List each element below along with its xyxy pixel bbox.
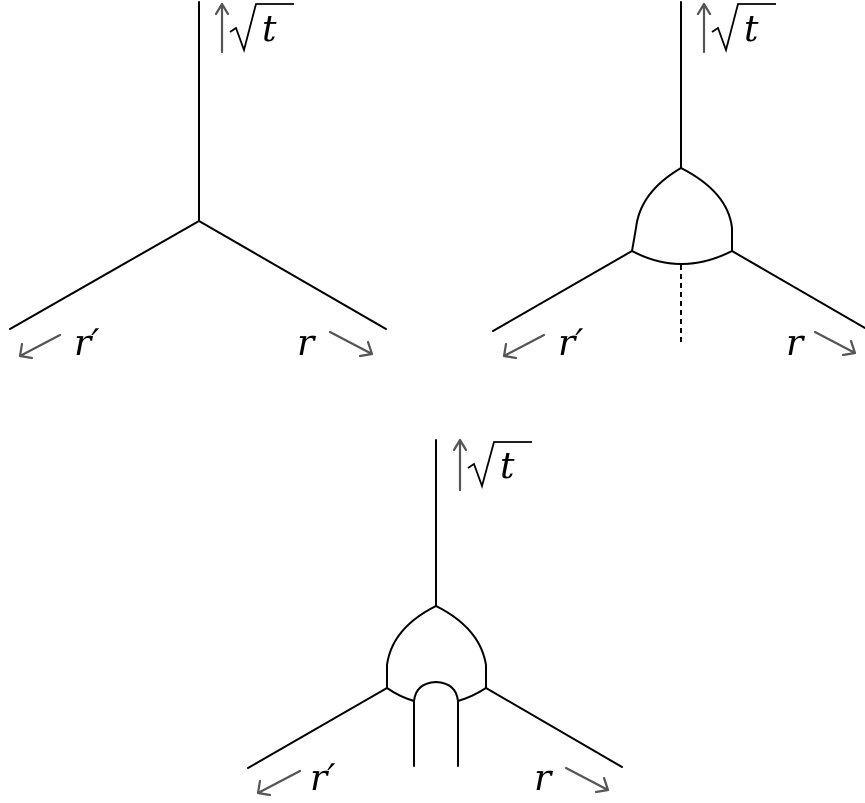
right-arrow-icon xyxy=(328,330,374,358)
r-prime-label: r′ xyxy=(558,323,583,364)
r-label: r xyxy=(297,323,316,364)
sqrt-t-label: t xyxy=(467,441,532,489)
r-label: r xyxy=(786,323,805,364)
left-arrow-icon xyxy=(256,769,302,797)
panel-triangle-dashed: t r′ r xyxy=(492,1,865,364)
t-label: t xyxy=(262,9,277,50)
left-arrow-icon xyxy=(18,333,62,360)
arch xyxy=(413,681,459,767)
bubble-outline xyxy=(631,167,733,265)
right-leg xyxy=(485,687,623,768)
right-arrow-icon xyxy=(813,330,857,357)
left-leg xyxy=(247,687,388,769)
panel-triangle-arch: t r′ r xyxy=(247,438,623,799)
right-leg xyxy=(731,250,865,329)
up-arrow-icon xyxy=(696,2,712,54)
left-leg xyxy=(9,220,200,330)
left-leg xyxy=(492,250,633,332)
t-label: t xyxy=(744,9,759,50)
panel-plain-vertex: t r′ r xyxy=(9,1,387,364)
r-prime-label: r′ xyxy=(74,323,99,364)
sqrt-t-label: t xyxy=(711,3,776,54)
up-arrow-icon xyxy=(452,438,468,492)
up-arrow-icon xyxy=(214,2,230,54)
left-arrow-icon xyxy=(502,333,546,360)
bubble-outline xyxy=(386,605,487,702)
right-arrow-icon xyxy=(564,766,610,794)
r-label: r xyxy=(534,758,553,799)
t-label: t xyxy=(500,446,515,487)
sqrt-t-label: t xyxy=(229,3,294,54)
r-prime-label: r′ xyxy=(310,758,335,799)
right-leg xyxy=(198,220,387,330)
